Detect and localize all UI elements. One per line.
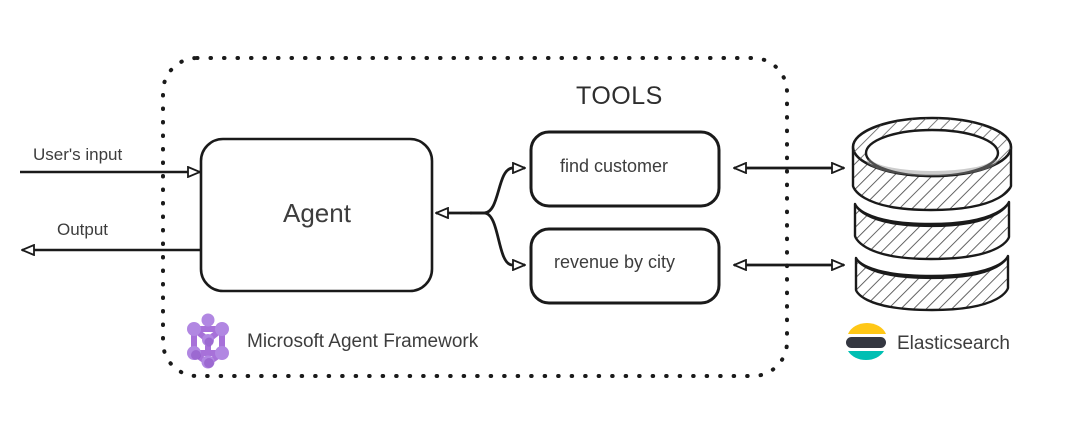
elasticsearch-logo-icon <box>846 322 886 361</box>
tool-box-revenue-by-city <box>529 227 721 305</box>
tool-label-find-customer: find customer <box>560 156 669 176</box>
cube-molecule-icon <box>187 313 229 369</box>
elasticsearch-logo <box>844 316 890 368</box>
microsoft-agent-framework-logo <box>180 313 236 369</box>
agent-label: Agent <box>283 198 351 228</box>
agent-framework-boundary <box>161 56 789 378</box>
tool-box-find-customer <box>529 130 721 208</box>
tool-label-revenue-by-city: revenue by city <box>554 252 676 272</box>
tools-title: TOOLS <box>576 82 663 110</box>
output-label: Output <box>57 220 109 239</box>
agent-box <box>199 137 434 293</box>
agent-to-tools-branch-up <box>470 168 525 215</box>
elasticsearch-label: Elasticsearch <box>897 333 1010 354</box>
microsoft-agent-framework-label: Microsoft Agent Framework <box>247 331 479 352</box>
database-cylinder-icon <box>851 116 1013 312</box>
users-input-label: User's input <box>33 145 123 164</box>
agent-to-tools-branch-down <box>470 211 525 265</box>
